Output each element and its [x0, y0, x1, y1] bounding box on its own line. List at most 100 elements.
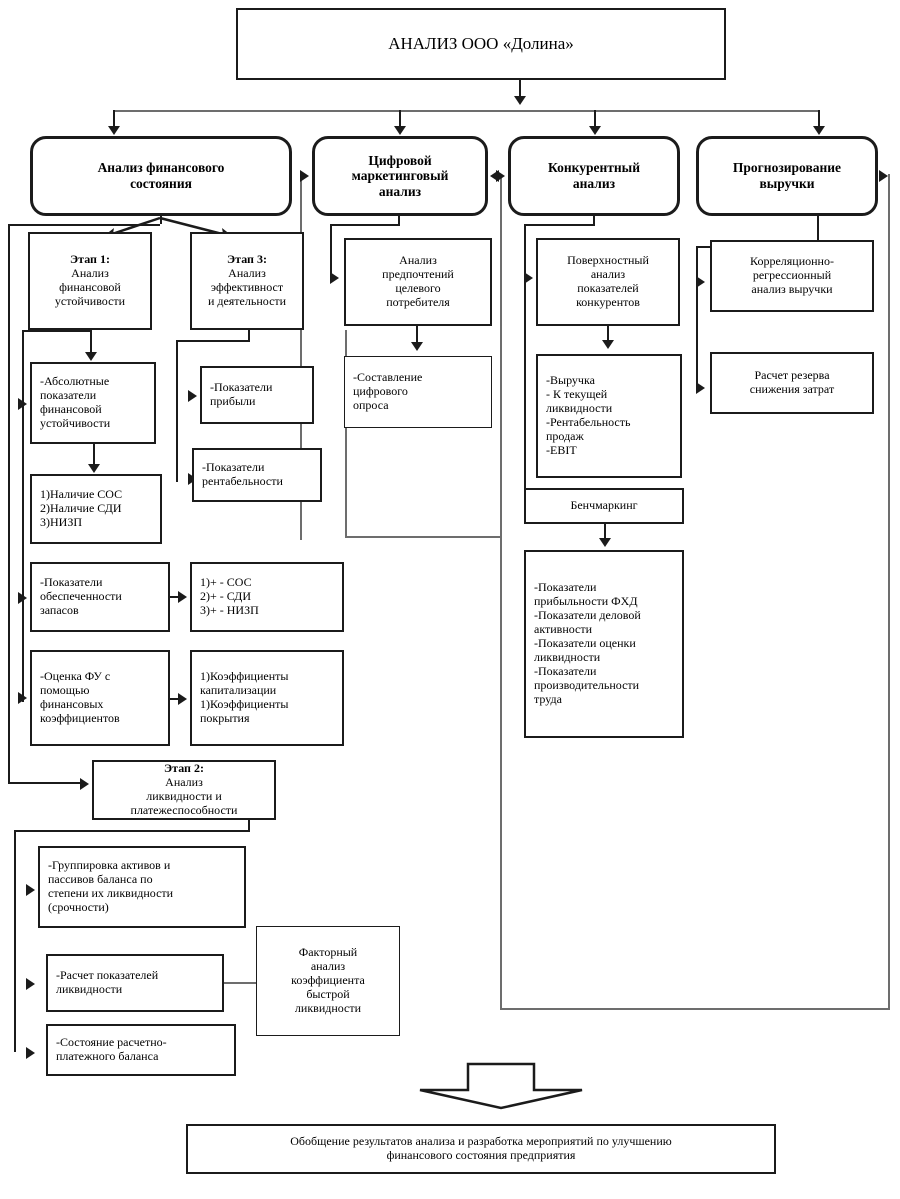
- branch-box-digital-marketing[interactable]: Цифровой маркетинговый анализ: [312, 136, 488, 216]
- arrowhead-stock-result: [178, 591, 187, 603]
- arrowhead-branch-4: [813, 126, 825, 135]
- digital-return-bottom: [345, 536, 501, 538]
- arrowhead-branch-3: [589, 126, 601, 135]
- right-outer-spine: [888, 174, 890, 1010]
- stage2-turn: [14, 830, 250, 832]
- financial-split-stem: [160, 216, 162, 224]
- connector-liquidity-to-factor: [224, 982, 258, 984]
- arrowhead-stock-coverage: [18, 592, 27, 604]
- benchmarking-box[interactable]: Бенчмаркинг: [524, 488, 684, 524]
- forecast-left-spine: [696, 246, 698, 386]
- col1-to-digital-spine: [300, 176, 302, 540]
- stage2-down-stem: [248, 820, 250, 832]
- abs-to-availability: [93, 444, 95, 466]
- ratio-assessment-box[interactable]: -Оценка ФУ с помощью финансовых коэффици…: [30, 650, 170, 746]
- stage1-title: Этап 1:: [70, 252, 110, 267]
- stage2-box[interactable]: Этап 2: Анализ ликвидности и платежеспос…: [92, 760, 276, 820]
- connector-title-down: [519, 80, 521, 98]
- arrowhead-into-right-spine: [879, 170, 888, 182]
- financial-outer-spine-bottom: [8, 782, 80, 784]
- arrowhead-settlement: [26, 1047, 35, 1059]
- competitive-left-spine: [524, 224, 526, 502]
- factor-analysis-box[interactable]: Факторный анализ коэффициента быстрой ли…: [256, 926, 400, 1036]
- right-outer-spine-bottom: [500, 1008, 890, 1010]
- arrowhead-branch-1: [108, 126, 120, 135]
- stage3-title: Этап 3:: [227, 252, 267, 267]
- arrowhead-into-competitive-left: [496, 170, 505, 182]
- connector-stock-to-result: [170, 596, 180, 598]
- branch-stem-4: [818, 110, 820, 128]
- title-box: АНАЛИЗ ООО «Долина»: [236, 8, 726, 80]
- conclusion-box: Обобщение результатов анализа и разработ…: [186, 1124, 776, 1174]
- branch-box-financial-analysis[interactable]: Анализ финансового состояния: [30, 136, 292, 216]
- competitive-turn: [524, 224, 595, 226]
- stage2-body: Анализ ликвидности и платежеспособности: [130, 775, 238, 817]
- arrowhead-profit: [188, 390, 197, 402]
- arrowhead-preferences: [330, 272, 339, 284]
- competitive-indicators-box[interactable]: -Показатели прибыльности ФХД -Показатели…: [524, 550, 684, 738]
- competitive-down-stem: [593, 216, 595, 226]
- arrowhead-regression: [696, 276, 705, 288]
- preferences-box[interactable]: Анализ предпочтений целевого потребителя: [344, 238, 492, 326]
- financial-inner-spine-top: [22, 330, 90, 332]
- forecast-down-stem: [817, 216, 819, 248]
- arrowhead-competitive-indicators: [599, 538, 611, 547]
- surface-to-metrics: [607, 326, 609, 342]
- liquidity-calc-box[interactable]: -Расчет показателей ликвидности: [46, 954, 224, 1012]
- branch-stem-2: [399, 110, 401, 128]
- digital-down-stem: [398, 216, 400, 226]
- stage3-body: Анализ эффективност и деятельности: [207, 266, 287, 308]
- financial-outer-spine-top: [8, 224, 160, 226]
- branch-stem-3: [594, 110, 596, 128]
- digital-return-spine: [345, 330, 347, 538]
- competitive-metrics-box[interactable]: -Выручка - К текущей ликвидности -Рентаб…: [536, 354, 682, 478]
- arrowhead-title-down: [514, 96, 526, 105]
- surface-analysis-box[interactable]: Поверхностный анализ показателей конкуре…: [536, 238, 680, 326]
- distribution-bar: [113, 110, 819, 112]
- arrowhead-surface-analysis: [524, 272, 533, 284]
- stage2-title: Этап 2:: [164, 761, 204, 776]
- arrowhead-branch-2: [394, 126, 406, 135]
- arrowhead-metrics: [602, 340, 614, 349]
- cost-reserve-box[interactable]: Расчет резерва снижения затрат: [710, 352, 874, 414]
- arrowhead-availability: [88, 464, 100, 473]
- summary-big-arrow: [419, 1062, 583, 1110]
- stage3-left-spine: [176, 340, 178, 482]
- arrowhead-to-stage2: [80, 778, 89, 790]
- financial-outer-spine: [8, 224, 10, 784]
- stage3-turn: [176, 340, 250, 342]
- stage1-down-stem: [90, 330, 92, 354]
- regression-box[interactable]: Корреляционно- регрессионный анализ выру…: [710, 240, 874, 312]
- financial-inner-spine: [22, 330, 24, 702]
- branch-stem-1: [113, 110, 115, 128]
- stock-coverage-box[interactable]: -Показатели обеспеченности запасов: [30, 562, 170, 632]
- arrowhead-abs-indicators-side: [18, 398, 27, 410]
- branch-box-revenue-forecast[interactable]: Прогнозирование выручки: [696, 136, 878, 216]
- arrowhead-abs-indicators: [85, 352, 97, 361]
- absolute-indicators-box[interactable]: -Абсолютные показатели финансовой устойч…: [30, 362, 156, 444]
- connector-ratio-to-groups: [170, 698, 180, 700]
- profitability-indicators-box[interactable]: -Показатели рентабельности: [192, 448, 322, 502]
- profit-indicators-box[interactable]: -Показатели прибыли: [200, 366, 314, 424]
- survey-box[interactable]: -Составление цифрового опроса: [344, 356, 492, 428]
- arrowhead-liquidity-calc: [26, 978, 35, 990]
- stage3-box[interactable]: Этап 3: Анализ эффективност и деятельнос…: [190, 232, 304, 330]
- settlement-balance-box[interactable]: -Состояние расчетно- платежного баланса: [46, 1024, 236, 1076]
- center-return-spine: [500, 176, 502, 1008]
- stock-coverage-result-box[interactable]: 1)+ - СОС 2)+ - СДИ 3)+ - НИЗП: [190, 562, 344, 632]
- stage1-box[interactable]: Этап 1: Анализ финансовой устойчивости: [28, 232, 152, 330]
- branch-box-competitive-analysis[interactable]: Конкурентный анализ: [508, 136, 680, 216]
- ratio-groups-box[interactable]: 1)Коэффициенты капитализации 1)Коэффицие…: [190, 650, 344, 746]
- arrowhead-ratio-assessment: [18, 692, 27, 704]
- grouping-box[interactable]: -Группировка активов и пассивов баланса …: [38, 846, 246, 928]
- arrowhead-into-digital-marketing: [300, 170, 309, 182]
- digital-turn: [330, 224, 400, 226]
- arrowhead-into-competitive-right: [490, 170, 499, 182]
- digital-left-spine: [330, 224, 332, 276]
- benchmarking-to-indicators: [604, 524, 606, 540]
- stage1-body: Анализ финансовой устойчивости: [54, 266, 126, 308]
- stage3-down-stem: [248, 330, 250, 342]
- arrowhead-survey: [411, 342, 423, 351]
- availability-box[interactable]: 1)Наличие СОС 2)Наличие СДИ 3)НИЗП: [30, 474, 162, 544]
